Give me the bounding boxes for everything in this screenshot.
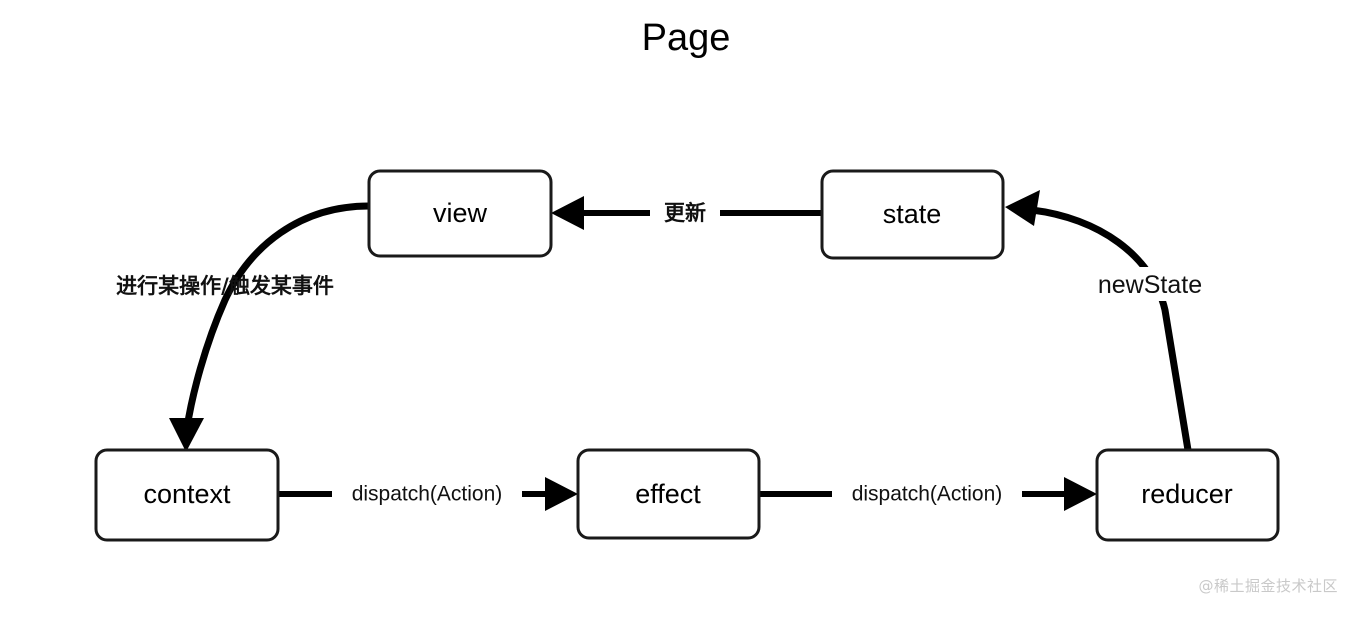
edge-view-to-context: 进行某操作/触发某事件 xyxy=(116,202,373,452)
edge-curve-reducer-to-state xyxy=(1028,206,1192,454)
edge-curve-view-to-context xyxy=(183,202,373,432)
node-view-box[interactable] xyxy=(367,169,553,258)
node-state-box[interactable] xyxy=(820,169,1005,260)
edge-label-newstate: newState xyxy=(1098,271,1202,299)
node-effect-box[interactable] xyxy=(576,448,761,540)
edge-label-backdrop-update xyxy=(650,196,720,230)
arrowhead-into-view xyxy=(551,196,584,230)
arrowhead-into-state xyxy=(1005,190,1040,226)
node-state[interactable]: state xyxy=(820,169,1005,260)
edge-label-backdrop-newstate xyxy=(1070,267,1236,301)
node-context-box[interactable] xyxy=(94,448,280,542)
edge-label-update: 更新 xyxy=(664,201,706,225)
node-effect-label: effect xyxy=(635,479,701,509)
node-view-label: view xyxy=(433,198,488,228)
edge-label-backdrop-dispatch-1 xyxy=(332,477,522,511)
arrowhead-into-context xyxy=(169,418,204,452)
node-context[interactable]: context xyxy=(94,448,280,542)
node-reducer-box[interactable] xyxy=(1095,448,1280,542)
node-reducer[interactable]: reducer xyxy=(1095,448,1280,542)
node-view[interactable]: view xyxy=(367,169,553,258)
edge-label-dispatch-action-1: dispatch(Action) xyxy=(352,483,503,506)
edge-label-dispatch-action-2: dispatch(Action) xyxy=(852,483,1003,506)
watermark: @稀土掘金技术社区 xyxy=(1198,577,1338,595)
edge-state-to-view: 更新 xyxy=(551,196,822,230)
page-title: Page xyxy=(642,17,731,59)
edge-context-to-effect: dispatch(Action) xyxy=(277,477,578,511)
node-state-label: state xyxy=(883,199,942,229)
edge-label-user-action: 进行某操作/触发某事件 xyxy=(116,274,334,298)
arrowhead-into-effect xyxy=(545,477,578,511)
node-context-label: context xyxy=(143,479,231,509)
node-effect[interactable]: effect xyxy=(576,448,761,540)
edge-reducer-to-state: newState xyxy=(1005,190,1236,454)
edge-effect-to-reducer: dispatch(Action) xyxy=(759,477,1097,511)
arrowhead-into-reducer xyxy=(1064,477,1097,511)
edge-label-backdrop-dispatch-2 xyxy=(832,477,1022,511)
node-reducer-label: reducer xyxy=(1141,479,1233,509)
